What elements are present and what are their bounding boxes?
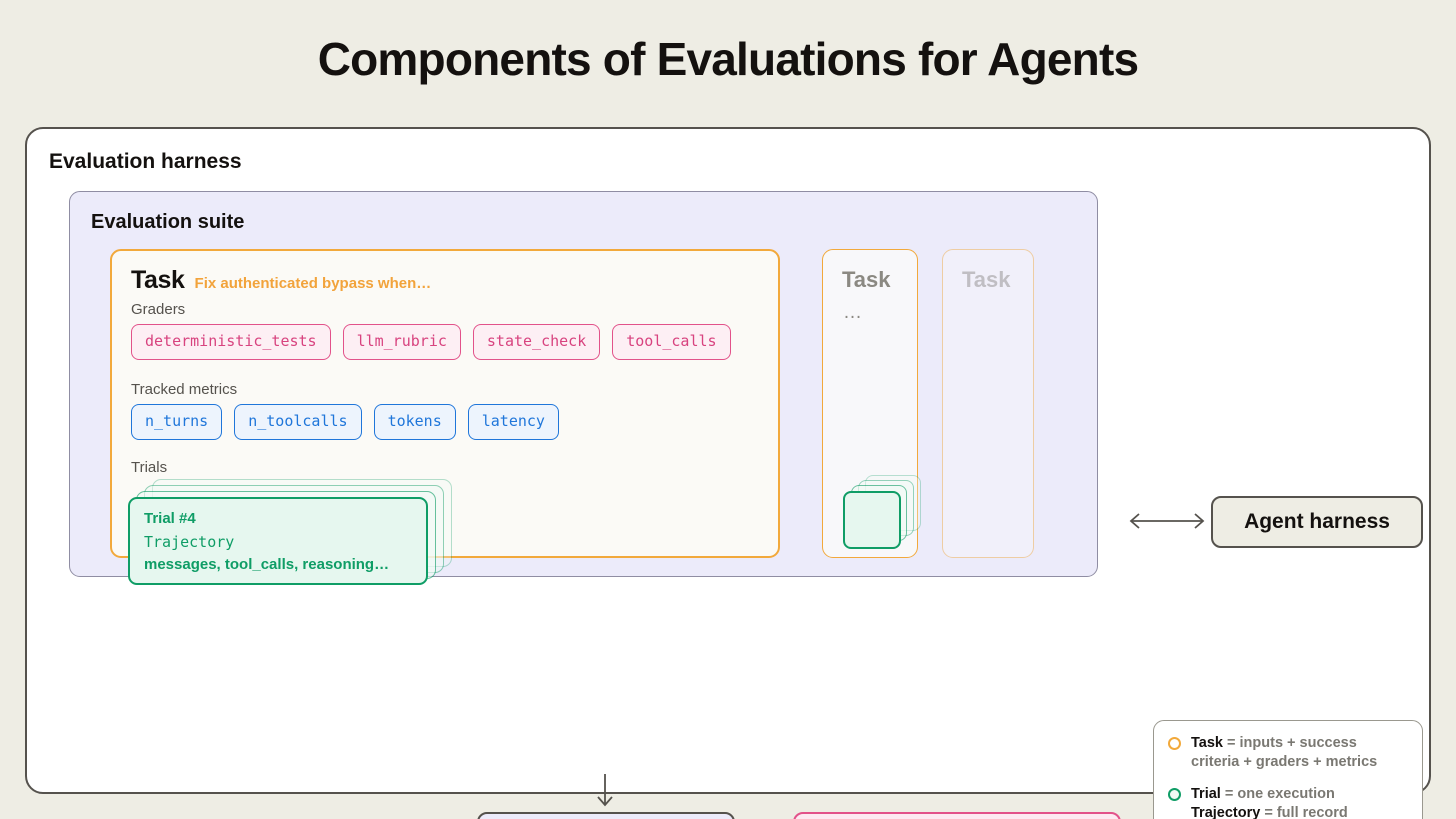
grader-chip[interactable]: llm_rubric [342,324,461,360]
metric-chip[interactable]: n_turns [131,404,223,440]
task-card-primary[interactable]: Task Fix authenticated bypass when… Grad… [110,249,780,585]
metrics-chip-row: n_turns n_toolcalls tokens latency [131,404,559,440]
ring-orange-icon [1168,737,1181,750]
grader-evaluate-box[interactable]: Grader evaluate Trajectory + outcome → s… [793,812,1121,819]
grader-chip[interactable]: tool_calls [612,324,731,360]
legend-item-text: Task = inputs + success criteria + grade… [1191,734,1408,772]
task-card-tertiary[interactable]: Task [942,249,1034,558]
evaluation-suite-label: Evaluation suite [91,211,245,233]
legend-term: Trial [1191,786,1221,803]
agent-harness-label: Agent harness [1244,510,1390,533]
grader-chip[interactable]: deterministic_tests [131,324,331,360]
agent-harness-box[interactable]: Agent harness [1211,496,1423,548]
trial-card-front[interactable]: Trial #4 Trajectory messages, tool_calls… [128,497,428,585]
ring-green-icon [1168,788,1181,802]
metric-chip[interactable]: tokens [373,404,456,440]
graders-chip-row: deterministic_tests llm_rubric state_che… [131,324,731,360]
legend-panel: Task = inputs + success criteria + grade… [1153,720,1423,819]
legend-desc: = inputs + success criteria + graders + … [1191,735,1378,771]
page-title: Components of Evaluations for Agents [317,33,1139,85]
grader-chip[interactable]: state_check [472,324,601,360]
trial-trajectory-label: Trajectory [144,533,235,551]
task-label: Task [962,267,1011,292]
legend-desc-2: = full record [1260,805,1348,819]
metric-chip[interactable]: n_toolcalls [234,404,362,440]
trials-section-label: Trials [131,459,168,476]
trial-card-front-mini [843,491,901,549]
trial-card-stack-mini [843,475,923,555]
trial-card-stack: Trial #4 Trajectory messages, tool_calls… [128,479,468,589]
task-label: Task [842,267,891,292]
metric-chip[interactable]: latency [467,404,559,440]
task-ellipsis: … [843,302,864,323]
graders-section-label: Graders [131,301,186,318]
legend-term: Task [1191,735,1223,751]
trial-number: Trial #4 [144,510,196,527]
metrics-section-label: Tracked metrics [131,381,238,398]
task-subtitle: Fix authenticated bypass when… [194,275,432,292]
bidirectional-arrow-icon [1129,513,1205,529]
outcome-box[interactable]: Outcome Final environment state [477,812,735,819]
task-label: Task [131,266,185,294]
legend-item-task: Task = inputs + success criteria + grade… [1168,734,1408,772]
evaluation-harness-container: Evaluation harness Evaluation suite Task… [25,127,1431,819]
evaluation-suite-container: Evaluation suite Task Fix authenticated … [69,191,1098,585]
trial-trajectory-detail: messages, tool_calls, reasoning… [144,556,390,573]
legend-term-2: Trajectory [1191,805,1261,819]
arrow-down-icon [597,774,613,807]
legend-desc: = one execution [1220,786,1335,803]
task-card-secondary[interactable]: Task … [822,249,921,558]
evaluation-harness-label: Evaluation harness [49,150,242,173]
task-header: Task Fix authenticated bypass when… [131,266,431,295]
